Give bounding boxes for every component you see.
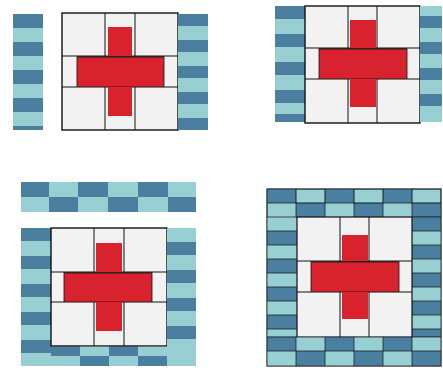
bottom-border-strip [51, 346, 167, 366]
left-border-strip [21, 228, 51, 366]
left-border-strip [267, 217, 297, 337]
panel-step-2 [272, 4, 443, 126]
center-cross-block [51, 228, 167, 346]
panel-step-1-graphic [10, 10, 215, 135]
right-border-strip [420, 6, 442, 122]
bottom-border-strip [267, 337, 441, 366]
panel-step-3 [18, 180, 200, 370]
panel-step-4-graphic [265, 187, 443, 369]
panel-step-4 [265, 187, 443, 369]
center-cross-block [305, 6, 420, 123]
top-border-strip [21, 182, 196, 212]
right-border-strip [178, 14, 208, 130]
panel-step-3-graphic [18, 180, 200, 370]
left-border-strip [13, 14, 43, 130]
right-border-strip [412, 217, 441, 337]
panel-step-1 [10, 10, 215, 135]
center-cross-block [62, 13, 178, 130]
left-border-strip [275, 6, 305, 122]
right-border-strip [167, 228, 196, 366]
center-cross-block [297, 217, 412, 337]
panel-step-2-graphic [272, 4, 443, 126]
